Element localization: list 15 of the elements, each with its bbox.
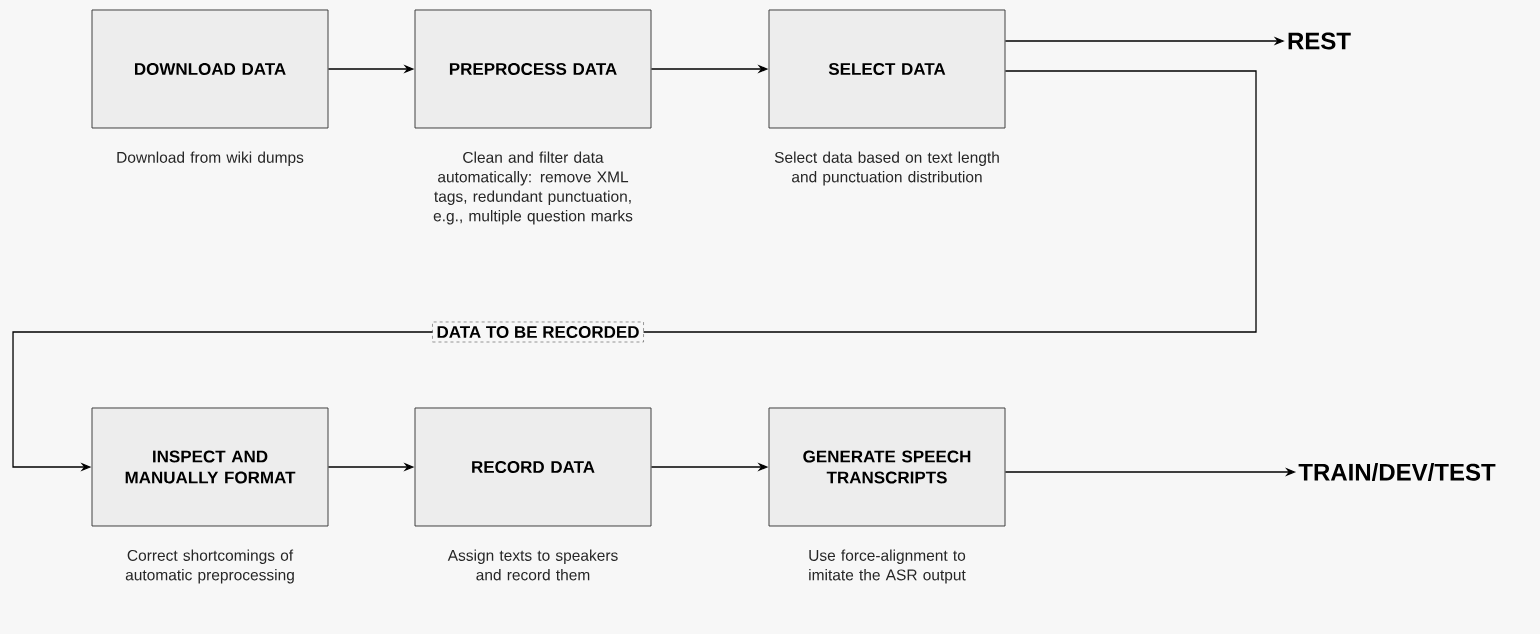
process-box: PREPROCESS DATA <box>414 9 652 129</box>
description-text: Use force-alignment to imitate the ASR output <box>809 549 966 584</box>
process-box: INSPECT AND MANUALLY FORMAT <box>91 407 329 527</box>
output-label: REST <box>1288 32 1351 50</box>
description-text: Correct shortcomings of automatic preprocessing <box>125 549 294 584</box>
process-box: RECORD DATA <box>414 407 652 527</box>
description-text: Select data based on text length and punctuation distribution <box>774 151 999 186</box>
description-text: Clean and filter data automatically: remove XML tags, redundant punctuation, e.g., multiple question marks <box>433 151 633 225</box>
edge-label: DATA TO BE RECORDED <box>432 321 644 343</box>
process-box: SELECT DATA <box>768 9 1006 129</box>
process-box: GENERATE SPEECH TRANSCRIPTS <box>768 407 1006 527</box>
output-label: TRAIN/DEV/TEST <box>1298 463 1496 481</box>
process-box: DOWNLOAD DATA <box>91 9 329 129</box>
description-text: Assign texts to speakers and record them <box>447 549 618 581</box>
description-text: Download from wiki dumps <box>117 151 304 166</box>
